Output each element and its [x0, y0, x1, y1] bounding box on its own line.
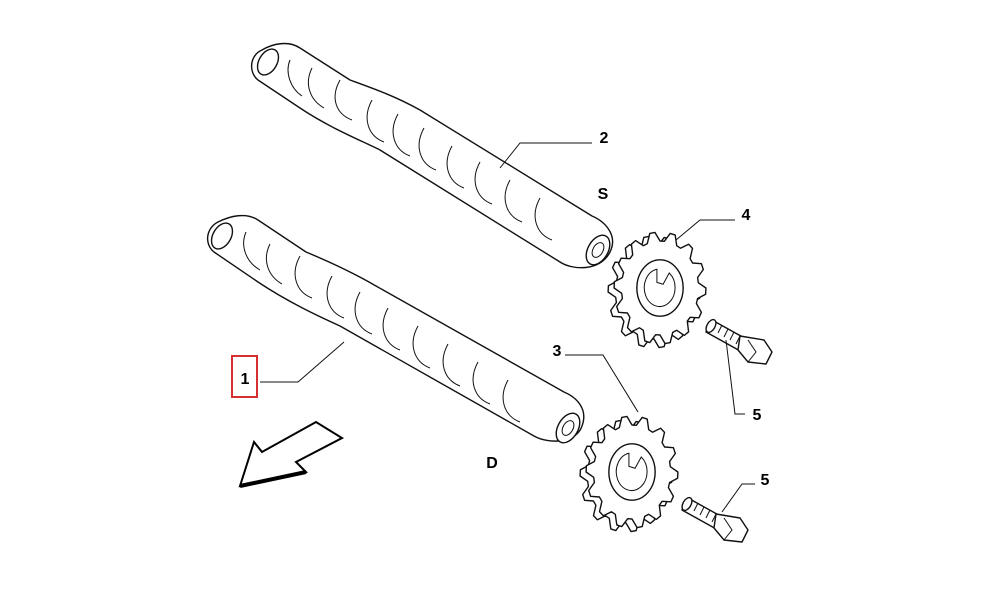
callout-2-label[interactable]: 2 — [600, 130, 609, 147]
callout-1[interactable]: 1 — [231, 355, 258, 398]
camshaft-gear-lower[interactable] — [579, 415, 679, 533]
gear-hub — [636, 259, 684, 317]
gear-bore — [615, 452, 648, 491]
side-label-exhaust: D — [486, 455, 498, 472]
gear-bolt-lower[interactable] — [680, 496, 749, 543]
callout-1-label: 1 — [241, 371, 250, 388]
camshaft-gear-upper[interactable] — [607, 231, 707, 349]
callout-5b-label[interactable]: 5 — [761, 472, 770, 489]
callout-1-highlight — [231, 355, 258, 398]
direction-arrow-icon — [238, 420, 345, 488]
side-label-intake: S — [598, 186, 609, 203]
camshaft-upper[interactable] — [251, 42, 615, 269]
gear-bore — [643, 268, 676, 307]
camshaft-lower[interactable] — [207, 214, 585, 447]
gear-bolt-upper[interactable] — [704, 318, 773, 365]
leader-lines — [260, 142, 755, 513]
callout-5a-label[interactable]: 5 — [753, 407, 762, 424]
callout-3-label[interactable]: 3 — [553, 343, 562, 360]
callout-4-label[interactable]: 4 — [742, 207, 751, 224]
gear-hub — [608, 443, 656, 501]
